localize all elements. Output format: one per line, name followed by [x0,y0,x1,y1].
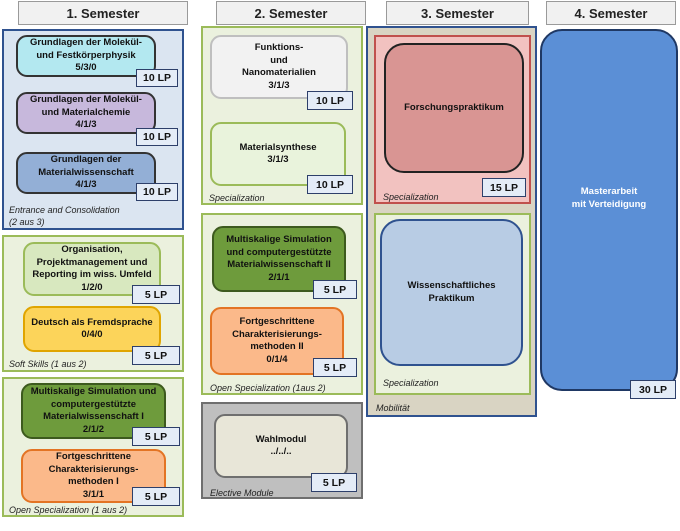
module-line: Praktikum [428,292,475,304]
group-label: Specialization [209,193,265,203]
module-line: Materialwissenschaft [38,166,134,178]
module-line: 3/1/3 [268,79,290,91]
lp-badge: 5 LP [132,487,180,506]
module-line: und [270,54,288,66]
module-line: Wahlmodul [255,433,307,445]
module-line: methoden II [250,341,304,352]
sem1-open-specialization-group: Multiskalige Simulation und computergest… [2,377,184,517]
module-line: Fortgeschrittene [56,451,131,462]
module-line: 0/1/4 [266,353,288,365]
lp-badge: 10 LP [136,183,178,201]
module-line: Charakterisierungs- [48,463,139,475]
module-line: Nanomaterialien [242,67,316,78]
module-charakterisierungsmethoden-2[interactable]: Fortgeschrittene Charakterisierungs- met… [210,307,344,375]
sem2-specialization-group: Funktions- und Nanomaterialien 3/1/3 10 … [201,26,363,205]
module-line: 0/4/0 [81,329,103,340]
lp-badge: 5 LP [132,427,180,446]
module-funktions-nanomaterialien[interactable]: Funktions- und Nanomaterialien 3/1/3 [210,35,348,99]
sem3-research-group: Forschungspraktikum 15 LP Specialization [374,35,531,204]
sem3-mobility-group: Forschungspraktikum 15 LP Specialization… [366,26,537,417]
group-label: Open Specialization (1aus 2) [210,383,326,393]
group-label: Mobilität [376,403,410,413]
module-line: 3/1/1 [82,488,105,500]
module-line: Grundlagen der Molekül- [30,94,142,106]
module-line: Materialsynthese [239,141,317,153]
module-line: 2/1/2 [82,423,105,435]
lp-badge: 10 LP [307,175,353,194]
sem1-entrance-group: Grundlagen der Molekül- und Festkörperph… [2,29,184,230]
lp-badge: 5 LP [132,285,180,304]
module-line: Wissenschaftliches [407,280,496,291]
module-line: Deutsch als Fremdsprache [31,316,153,328]
semester-4-header: 4. Semester [546,1,676,25]
sem1-softskills-group: Organisation, Projektmanagement und Repo… [2,235,184,372]
module-line: ../../.. [270,446,292,457]
module-line: und Materialchemie [41,106,131,118]
module-line: Funktions- [254,42,304,53]
lp-badge: 5 LP [311,473,357,492]
module-multiskalige-simulation-2[interactable]: Multiskalige Simulation und computergest… [212,226,346,292]
group-label: Elective Module [210,488,274,498]
module-line: und computergestützte [226,246,332,258]
module-forschungspraktikum[interactable]: Forschungspraktikum [384,43,524,173]
lp-badge: 15 LP [482,178,526,197]
module-line: 4/1/3 [75,119,97,131]
module-line: 4/1/3 [75,179,97,191]
group-label: Open Specialization (1 aus 2) [9,505,128,515]
module-line: Materialwissenschaft II [227,259,331,270]
module-molekuel-festkoerperphysik[interactable]: Grundlagen der Molekül- und Festkörperph… [16,35,156,77]
module-line: 5/3/0 [75,62,97,74]
module-line: mit Verteidigung [571,198,647,210]
module-line: Grundlagen der [50,154,122,166]
sem2-open-specialization-group: Multiskalige Simulation und computergest… [201,213,363,395]
module-line: Multiskalige Simulation [226,234,332,245]
module-line: methoden I [68,476,119,487]
semester-1-header: 1. Semester [18,1,188,25]
module-organisation-projektmanagement[interactable]: Organisation, Projektmanagement und Repo… [23,242,161,296]
module-line: Grundlagen der Molekül- [30,37,142,49]
lp-badge: 30 LP [630,380,676,399]
lp-badge: 10 LP [307,91,353,110]
module-line: Materialwissenschaft I [43,411,144,422]
group-label: Specialization [383,378,439,388]
module-line: 1/2/0 [81,281,103,293]
module-deutsch-fremdsprache[interactable]: Deutsch als Fremdsprache 0/4/0 [23,306,161,352]
lp-badge: 10 LP [136,69,178,87]
lp-badge: 5 LP [313,358,357,377]
group-label: (2 aus 3) [9,217,45,227]
module-line: Projektmanagement und [36,256,148,268]
module-masterarbeit[interactable]: Masterarbeit mit Verteidigung [540,29,678,391]
group-label: Soft Skills (1 aus 2) [9,359,87,369]
module-materialwissenschaft[interactable]: Grundlagen der Materialwissenschaft 4/1/… [16,152,156,194]
module-line: Masterarbeit [580,186,638,197]
sem2-elective-group: Wahlmodul ../../.. 5 LP Elective Module [201,402,363,499]
module-line: Charakterisierungs- [232,328,322,340]
module-line: Forschungspraktikum [404,101,504,113]
lp-badge: 10 LP [136,128,178,146]
module-line: Reporting im wiss. Umfeld [32,269,152,280]
module-wahlmodul[interactable]: Wahlmodul ../../.. [214,414,348,478]
module-wissenschaftliches-praktikum[interactable]: Wissenschaftliches Praktikum [380,219,523,366]
group-label: Entrance and Consolidation [9,205,120,215]
lp-badge: 5 LP [132,346,180,365]
group-label: Specialization [383,192,439,202]
module-line: Fortgeschrittene [239,316,315,327]
module-line: Multiskalige Simulation und [30,386,157,397]
module-molekuel-materialchemie[interactable]: Grundlagen der Molekül- und Materialchem… [16,92,156,134]
module-line: 2/1/1 [268,271,290,283]
lp-badge: 5 LP [313,280,357,299]
semester-2-header: 2. Semester [216,1,366,25]
module-line: und Festkörperphysik [36,49,136,61]
module-line: computergestützte [51,398,136,410]
module-line: Organisation, [61,244,123,255]
module-line: 3/1/3 [267,154,289,165]
sem3-practical-group: Wissenschaftliches Praktikum Specializat… [374,213,531,395]
module-charakterisierungsmethoden-1[interactable]: Fortgeschrittene Charakterisierungs- met… [21,449,166,503]
semester-3-header: 3. Semester [386,1,529,25]
